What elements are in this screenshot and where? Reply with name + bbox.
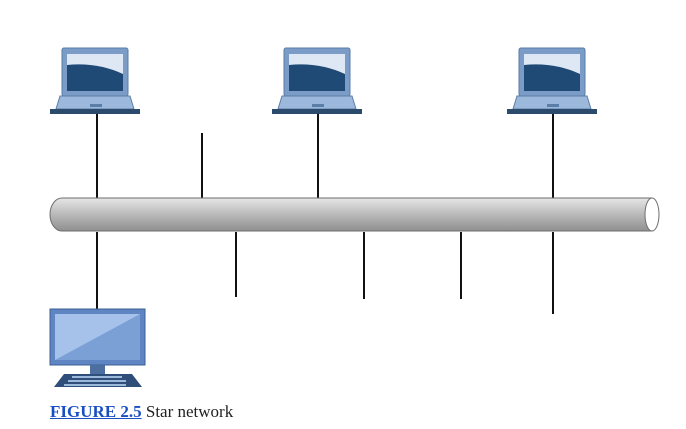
- lower-drop-lines: [96, 232, 554, 314]
- figure-caption: FIGURE 2.5 Star network: [50, 402, 233, 422]
- figure-title: Star network: [145, 402, 234, 421]
- laptop-icon: [507, 47, 597, 114]
- laptop-icon: [272, 47, 362, 114]
- network-bus-cable: [49, 197, 660, 232]
- laptop-icon: [50, 47, 140, 114]
- figure-link[interactable]: FIGURE 2.5: [50, 402, 142, 421]
- upper-drop-lines: [96, 114, 554, 198]
- desktop-computer-icon: [49, 308, 146, 387]
- network-diagram: [49, 47, 660, 387]
